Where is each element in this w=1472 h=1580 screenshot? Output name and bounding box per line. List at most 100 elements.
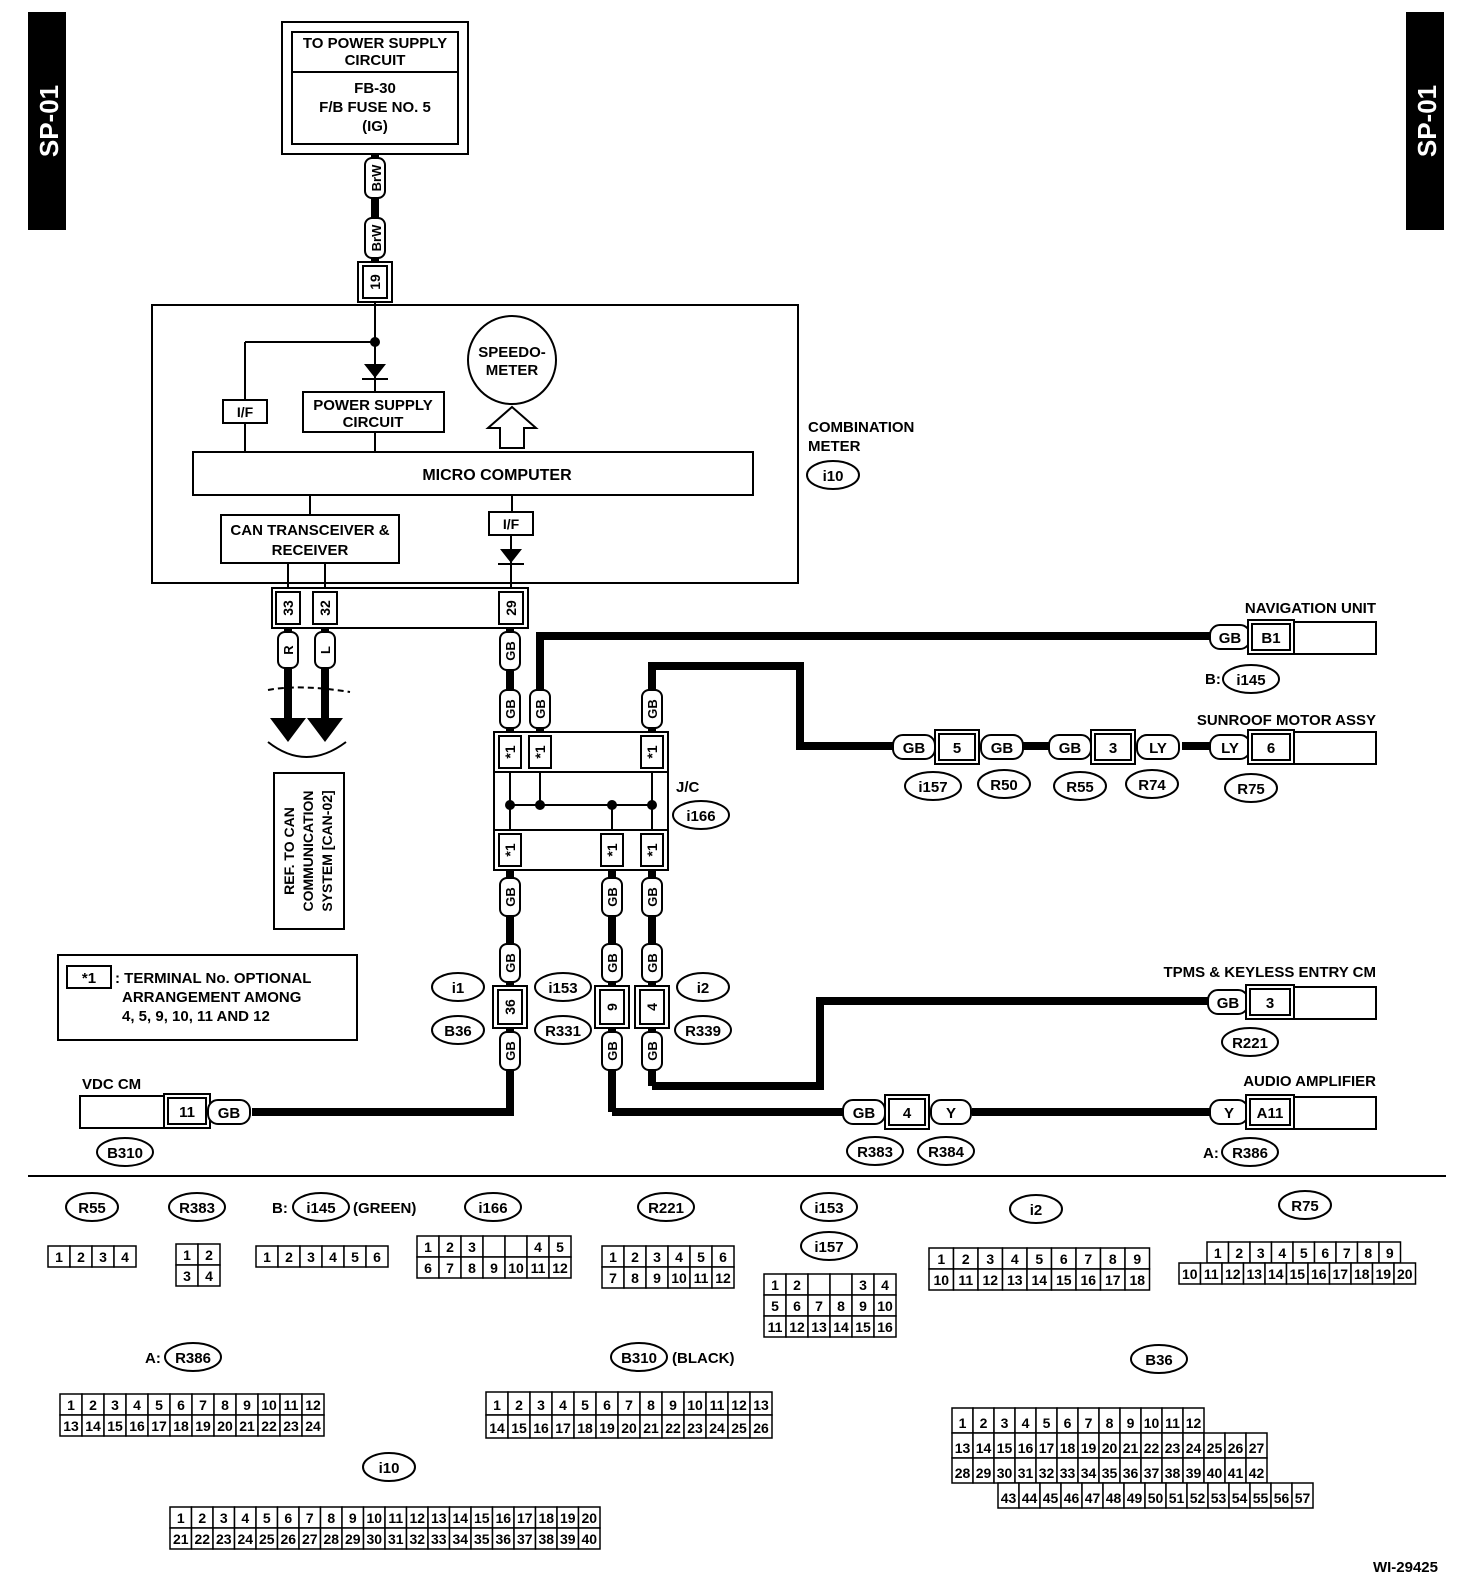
pin-number: 26: [753, 1420, 769, 1436]
pin-number: 4: [881, 1277, 889, 1293]
pin-number: 22: [261, 1418, 277, 1434]
svg-text:GB: GB: [605, 887, 620, 907]
pin-number: 13: [1246, 1266, 1262, 1282]
conn-r331: R331: [534, 1015, 592, 1045]
tpms-label: TPMS & KEYLESS ENTRY CM: [1163, 964, 1376, 981]
pin-number: 2: [962, 1251, 970, 1267]
pin-number: 2: [198, 1510, 206, 1526]
pin-number: 15: [1289, 1266, 1305, 1282]
pin-number: 18: [1060, 1440, 1076, 1456]
conn-i1: i1: [431, 972, 485, 1002]
pin-number: 7: [199, 1397, 207, 1413]
pin-number: 35: [474, 1531, 490, 1547]
note-box: *1 : TERMINAL No. OPTIONAL ARRANGEMENT A…: [57, 954, 358, 1041]
pin-cell: [482, 1235, 506, 1258]
note-line-2: ARRANGEMENT AMONG: [122, 989, 301, 1006]
connector-i166: i166: [672, 800, 730, 830]
pin-number: 29: [976, 1465, 992, 1481]
legend-name-r386: R386: [164, 1342, 222, 1372]
pin-number: 6: [793, 1298, 801, 1314]
pin-number: 3: [307, 1249, 315, 1265]
up-arrow-icon: [485, 405, 539, 449]
pin-number: 13: [811, 1319, 827, 1335]
pin-number: 3: [653, 1249, 661, 1265]
svg-text:GB: GB: [503, 953, 518, 973]
svg-text:GB: GB: [645, 887, 660, 907]
svg-text:R74: R74: [1138, 777, 1166, 794]
inline-i157: GB 5 GB: [892, 729, 1024, 765]
svg-text:*1: *1: [644, 843, 660, 856]
wire-color-gb-b: GB: [499, 689, 521, 729]
pin-number: 30: [997, 1465, 1013, 1481]
svg-text:i1: i1: [452, 980, 465, 997]
svg-text:i145: i145: [306, 1200, 335, 1217]
side-tab-left-label: SP-01: [34, 85, 64, 157]
pin-number: 4: [241, 1510, 249, 1526]
pin-number: 20: [217, 1418, 233, 1434]
pin-number: 10: [687, 1397, 703, 1413]
legend-name-i157: i157: [800, 1231, 858, 1261]
pin-number: 27: [1249, 1440, 1265, 1456]
speedometer: SPEEDO- METER: [467, 315, 557, 405]
pin-number: 6: [1060, 1251, 1068, 1267]
pin-cell: [1291, 1482, 1314, 1509]
svg-text:6: 6: [1267, 740, 1275, 757]
pin-number: 7: [306, 1510, 314, 1526]
inline-pin-4: 4: [634, 985, 670, 1029]
pin-number: 54: [1232, 1490, 1248, 1506]
svg-text:R383: R383: [179, 1200, 215, 1217]
svg-text:CIRCUIT: CIRCUIT: [343, 414, 404, 431]
pin-number: 17: [555, 1420, 571, 1436]
pin-number: 25: [1207, 1440, 1223, 1456]
pin-number: 1: [55, 1249, 63, 1265]
pin-number: 8: [1106, 1415, 1114, 1431]
svg-text:POWER SUPPLY: POWER SUPPLY: [313, 397, 432, 414]
legend-name-r75: R75: [1278, 1190, 1332, 1220]
svg-text:36: 36: [502, 999, 518, 1015]
svg-text:A11: A11: [1257, 1105, 1284, 1122]
pin-number: 55: [1253, 1490, 1269, 1506]
pin-number: 31: [1018, 1465, 1034, 1481]
pin-number: 4: [133, 1397, 141, 1413]
pin-number: 29: [345, 1531, 361, 1547]
pin-number: 3: [183, 1268, 191, 1284]
conn-r50: R50: [977, 769, 1031, 799]
connector-i10: i10: [806, 460, 860, 490]
svg-text:CAN TRANSCEIVER &: CAN TRANSCEIVER &: [230, 522, 389, 539]
wire-color-gb-f: GB: [601, 877, 623, 917]
pin-number: 21: [1123, 1440, 1139, 1456]
legend-name-r55: R55: [65, 1192, 119, 1222]
power-supply-circuit-box: POWER SUPPLY CIRCUIT: [302, 391, 445, 433]
pin-number: 4: [329, 1249, 337, 1265]
pin-number: 12: [1225, 1266, 1241, 1282]
arrow-can-l-icon: [307, 718, 343, 742]
side-tab-right: [1406, 12, 1444, 230]
wire-color-gb-d: GB: [641, 689, 663, 729]
pin-number: 12: [731, 1397, 747, 1413]
conn-b310: B310: [96, 1137, 154, 1167]
pin-number: 50: [1148, 1490, 1164, 1506]
svg-text:R386: R386: [1232, 1145, 1268, 1162]
audio-label: AUDIO AMPLIFIER: [1243, 1073, 1376, 1090]
can-reference-box: REF. TO CAN COMMUNICATION SYSTEM [CAN-02…: [273, 772, 345, 930]
wire-color-brw-1: BrW: [364, 157, 386, 199]
vdc-label: VDC CM: [82, 1076, 141, 1093]
pin-number: 23: [1165, 1440, 1181, 1456]
pin-number: 37: [517, 1531, 533, 1547]
svg-text:GB: GB: [645, 1041, 660, 1061]
pin-29: 29: [503, 600, 519, 616]
pin-number: 4: [1011, 1251, 1019, 1267]
svg-text:i166: i166: [686, 808, 715, 825]
pin-number: 5: [771, 1298, 779, 1314]
pin-number: 31: [388, 1531, 404, 1547]
svg-text:i153: i153: [814, 1200, 843, 1217]
pin-number: 26: [280, 1531, 296, 1547]
svg-text:5: 5: [953, 740, 961, 757]
sunroof-label: SUNROOF MOTOR ASSY: [1197, 712, 1376, 729]
nav-prefix: B:: [1205, 671, 1221, 688]
pin-number: 1: [183, 1247, 191, 1263]
note-key: *1: [82, 970, 96, 987]
